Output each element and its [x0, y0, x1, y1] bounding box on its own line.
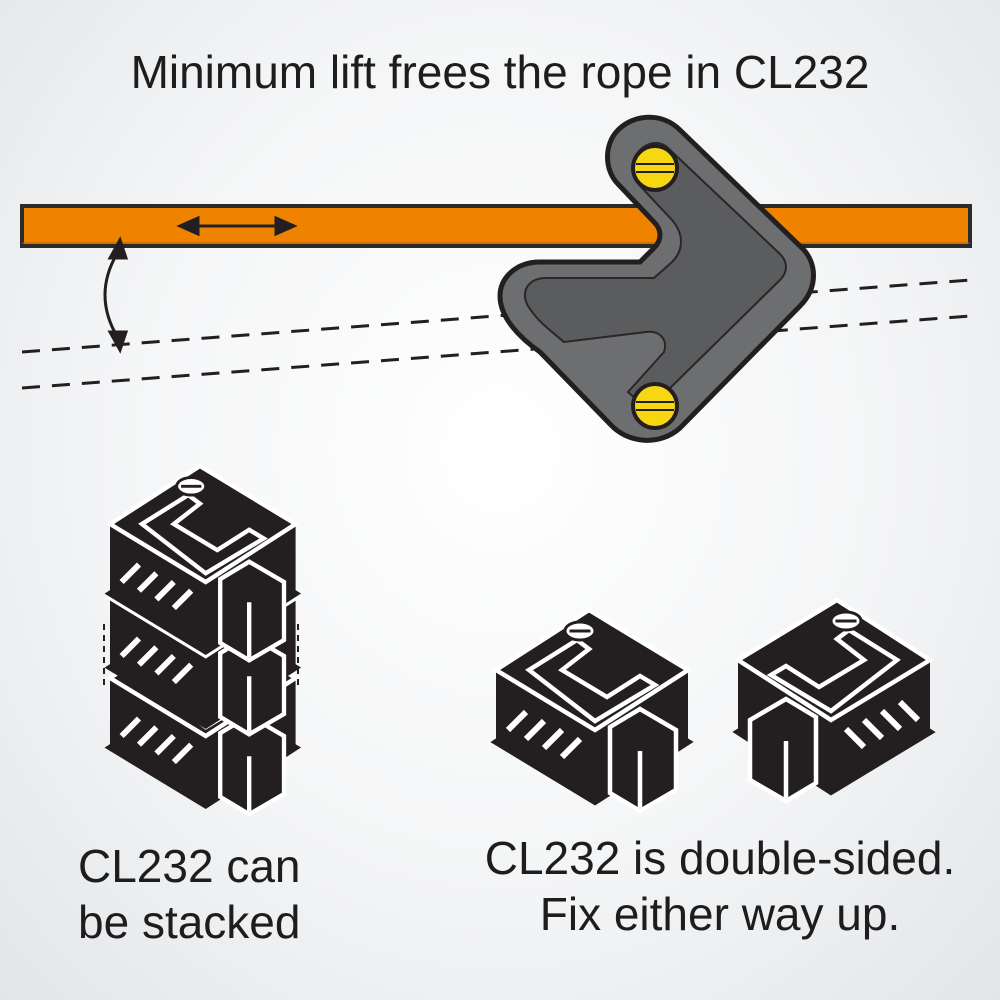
- double-sided-caption-line-1: CL232 is double-sided.: [484, 832, 956, 884]
- double-sided-cleats-illustration: [496, 600, 930, 811]
- curved-double-arrow-icon: [103, 236, 129, 354]
- cl232-cleat: [497, 114, 816, 443]
- double-sided-caption: CL232 is double-sided. Fix either way up…: [440, 830, 1000, 942]
- double-sided-caption-line-2: Fix either way up.: [539, 888, 901, 940]
- slotted-screw-icon: [631, 382, 679, 430]
- lifted-rope-dashed-lines: [21, 278, 971, 390]
- double-headed-arrow-icon: [176, 215, 298, 237]
- diagram-title: Minimum lift frees the rope in CL232: [130, 46, 870, 98]
- stacked-caption-line-1: CL232 can: [78, 840, 301, 892]
- cleat-inner-outline: [523, 142, 787, 403]
- stacked-cleats-illustration: [103, 466, 299, 814]
- stacked-caption-line-2: be stacked: [78, 896, 301, 948]
- rope: [20, 204, 972, 248]
- slotted-screw-icon: [631, 144, 679, 192]
- stacked-caption: CL232 can be stacked: [78, 838, 301, 950]
